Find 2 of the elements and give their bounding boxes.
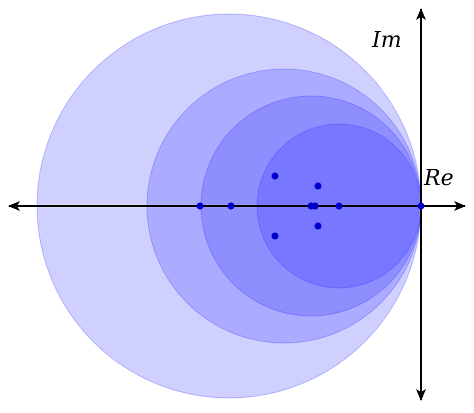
axis-label: Re xyxy=(424,168,454,190)
axis-label: Im xyxy=(372,30,402,52)
